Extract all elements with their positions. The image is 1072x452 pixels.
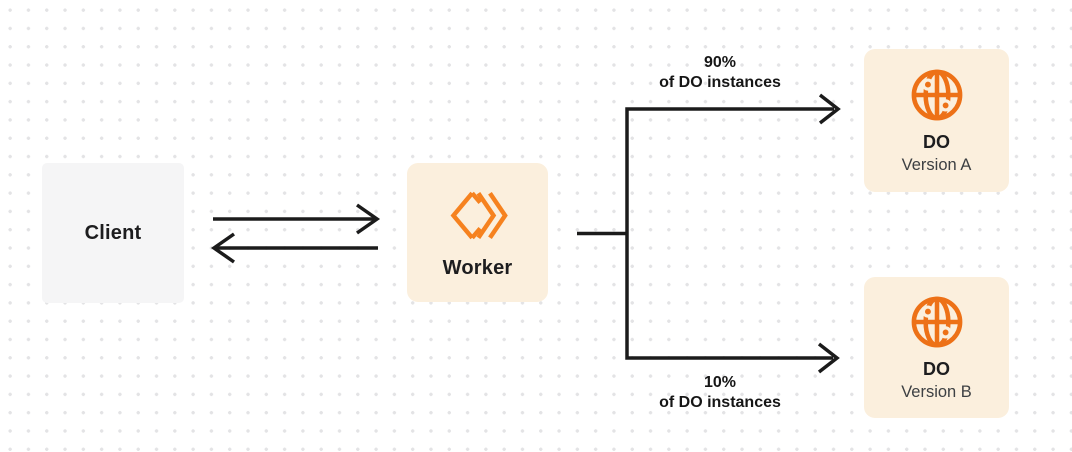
top-branch-label: 90% of DO instances bbox=[590, 53, 850, 93]
client-node: Client bbox=[42, 163, 184, 303]
do-subtitle: Version A bbox=[901, 155, 972, 174]
arrowhead-right-icon bbox=[818, 93, 841, 125]
globe-dot bbox=[921, 305, 934, 318]
response-arrow bbox=[210, 232, 378, 264]
top-branch-line bbox=[625, 107, 834, 234]
worker-label: Worker bbox=[442, 256, 513, 279]
arrowhead-left-icon bbox=[210, 232, 236, 264]
do-version-b-text: DO Version B bbox=[901, 359, 972, 402]
globe-dot bbox=[921, 78, 934, 91]
arrowhead-right-icon bbox=[817, 342, 840, 374]
client-label: Client bbox=[84, 222, 142, 244]
bottom-branch-line bbox=[625, 233, 833, 360]
do-subtitle: Version B bbox=[901, 382, 972, 401]
top-branch-percent: 90% bbox=[703, 54, 737, 71]
top-branch-caption: of DO instances bbox=[659, 74, 781, 91]
do-version-a-text: DO Version A bbox=[901, 132, 972, 175]
request-arrow bbox=[213, 203, 381, 235]
bottom-branch-label: 10% of DO instances bbox=[590, 373, 850, 413]
do-title: DO bbox=[923, 359, 950, 380]
globe-dot bbox=[938, 99, 952, 112]
bottom-branch-percent: 10% bbox=[703, 374, 737, 391]
do-title: DO bbox=[923, 132, 950, 153]
durable-object-globe-icon bbox=[911, 296, 962, 348]
split-connector bbox=[577, 93, 841, 374]
globe-dot bbox=[938, 326, 952, 339]
bottom-branch-caption: of DO instances bbox=[659, 394, 781, 411]
cloudflare-workers-icon bbox=[450, 191, 508, 239]
do-version-b-node: DO Version B bbox=[864, 277, 1009, 418]
do-version-a-node: DO Version A bbox=[864, 49, 1009, 192]
worker-node: Worker bbox=[407, 163, 548, 302]
arrowhead-right-icon bbox=[355, 203, 381, 235]
durable-object-globe-icon bbox=[911, 69, 962, 121]
